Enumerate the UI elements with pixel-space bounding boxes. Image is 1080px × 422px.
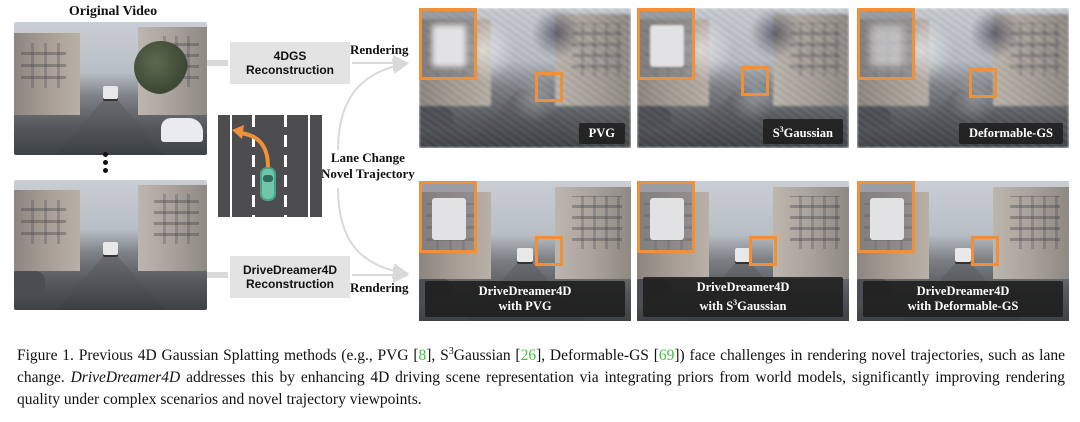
- figure: Original Video 4DGS Reconstruction Drive…: [14, 4, 1069, 321]
- rendering-label-top: Rendering: [350, 42, 409, 57]
- original-video-frame-1: [14, 22, 207, 155]
- render-pvg: PVG: [419, 8, 631, 148]
- lane-change-line1: Lane Change: [330, 150, 405, 165]
- box-bottom-line2: Reconstruction: [245, 277, 334, 291]
- render-drivedreamer4d-s3gaussian: DriveDreamer4D with S3Gaussian: [637, 181, 849, 321]
- lane-change-road-icon: [218, 115, 322, 217]
- rendering-label-bottom: Rendering: [350, 280, 409, 295]
- caption-deformable-gs: Deformable-GS: [958, 123, 1063, 144]
- render-s3gaussian: S3Gaussian: [637, 8, 849, 148]
- original-video-frame-2: [14, 180, 207, 310]
- ellipsis-dots: [103, 152, 109, 176]
- citation-link[interactable]: 26: [520, 347, 537, 364]
- lane-change-line2: Novel Trajectory: [321, 166, 415, 181]
- box-bottom-line1: DriveDreamer4D: [242, 263, 338, 277]
- render-deformable-gs: Deformable-GS: [857, 8, 1069, 148]
- 4dgs-reconstruction-box: 4DGS Reconstruction: [230, 42, 350, 84]
- box-top-line1: 4DGS: [273, 49, 307, 63]
- box-top-line2: Reconstruction: [245, 63, 334, 77]
- citation-link[interactable]: 69: [658, 347, 675, 364]
- caption-pvg: PVG: [578, 123, 625, 144]
- caption-drivedreamer4d-s3gaussian: DriveDreamer4D with S3Gaussian: [643, 276, 843, 317]
- flow-arrows: [207, 55, 409, 283]
- caption-s3gaussian: S3Gaussian: [762, 118, 843, 144]
- lane-change-label: Lane Change Novel Trajectory: [321, 150, 415, 182]
- figure-caption: Figure 1. Previous 4D Gaussian Splatting…: [17, 345, 1066, 408]
- citation-link[interactable]: 8: [418, 347, 427, 364]
- ego-car-icon: [260, 167, 276, 201]
- original-video-title: Original Video: [68, 4, 158, 19]
- drivedreamer4d-reconstruction-box: DriveDreamer4D Reconstruction: [230, 256, 350, 298]
- lane-change-arrow-icon: [232, 125, 270, 168]
